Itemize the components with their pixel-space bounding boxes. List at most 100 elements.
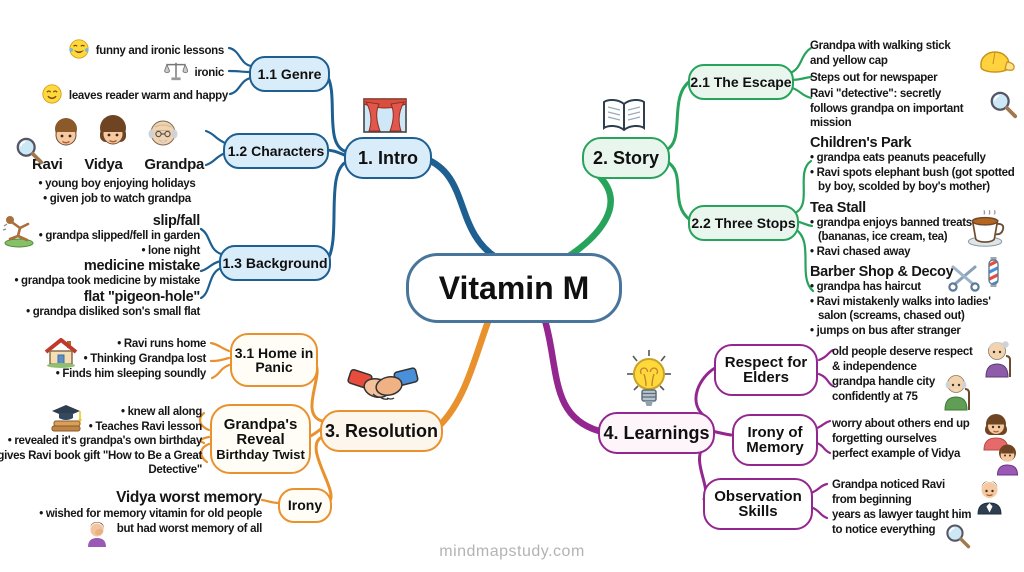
bullet-line: • grandpa has haircut	[810, 281, 921, 293]
node-respect-for-elders: Respect for Elders	[714, 344, 818, 396]
bullet-line: • grandpa disliked son's small flat	[26, 305, 200, 318]
bullet-line: • wished for memory vitamin for old peop…	[39, 508, 262, 520]
character-name: Grandpa	[144, 156, 204, 173]
node-genre: 1.1 Genre	[249, 56, 330, 92]
note-header: slip/fall	[152, 213, 201, 229]
woman-face-icon	[96, 113, 130, 158]
watermark: mindmapstudy.com	[439, 543, 585, 560]
node-grandpas-reveal: Grandpa's Reveal Birthday Twist	[210, 404, 311, 474]
irony-notes: Vidya worst memory • wished for memory v…	[0, 489, 262, 536]
bullet-line: • Ravi chased away	[810, 245, 911, 258]
old-woman-icon	[984, 340, 1013, 383]
note-header: Vidya worst memory	[116, 489, 262, 506]
node-label: Grandpa's Reveal	[223, 416, 298, 449]
handshake-icon	[346, 362, 420, 415]
bullet-line: • lone night	[141, 244, 200, 257]
bullet-line: • Ravi spots elephant bush (got spotted …	[810, 166, 1015, 194]
genre-item: ironic	[164, 60, 224, 85]
bullet-line: • grandpa eats peanuts peacefully	[810, 152, 986, 164]
yellow-cap-icon	[977, 48, 1015, 81]
note-header: Children's Park	[810, 135, 912, 151]
bullet-line: but had worst memory of all	[116, 522, 263, 535]
observation-item: years as lawyer taught him to notice eve…	[832, 509, 972, 536]
teacup-icon	[960, 208, 1008, 253]
facepalm-woman-icon	[86, 522, 108, 553]
node-label: Irony of Memory	[746, 423, 804, 456]
node-three-stops: 2.2 Three Stops	[688, 205, 799, 241]
open-book-icon	[602, 98, 646, 139]
note-header: Tea Stall	[810, 199, 866, 216]
node-characters: 1.2 Characters	[223, 133, 329, 169]
slipping-person-icon	[2, 212, 36, 253]
magnifying-glass-icon	[944, 523, 971, 555]
irony-memory-item: worry about others end up forgetting our…	[832, 418, 970, 445]
respect-item: grandpa handle city confidently at 75	[832, 376, 935, 403]
grandpa-face-icon	[146, 113, 180, 158]
bullet-line: • Ravi mistakenly walks into ladies' sal…	[810, 295, 991, 323]
bullet-line: • knew all along	[120, 406, 202, 418]
node-observation-skills: Observation Skills	[703, 478, 813, 530]
boy-face-icon	[50, 115, 82, 158]
node-irony: Irony	[278, 488, 332, 523]
bullet-line: • grandpa enjoys banned treats (bananas,…	[810, 216, 972, 244]
genre-item-text: ironic	[194, 66, 224, 79]
bullet-line: • grandpa slipped/fell in garden	[38, 230, 201, 242]
balance-scale-icon	[164, 60, 189, 85]
genre-item: funny and ironic lessons	[68, 38, 224, 63]
bullet-line: • grandpa took medicine by mistake	[14, 275, 200, 287]
genre-item-text: leaves reader warm and happy	[68, 89, 228, 102]
escape-item: Steps out for newspaper	[810, 72, 938, 84]
note-header: medicine mistake	[83, 258, 200, 274]
smiling-face-emoji	[41, 83, 63, 108]
node-intro: 1. Intro	[344, 137, 432, 179]
node-learnings: 4. Learnings	[598, 412, 715, 454]
bullet-line: • revealed it's grandpa's own birthday	[7, 435, 203, 447]
bullet-line: • gives Ravi book gift "How to Be a Grea…	[0, 449, 202, 477]
note-header: flat "pigeon-hole"	[83, 288, 201, 305]
node-irony-of-memory: Irony of Memory	[732, 414, 818, 466]
genre-item-text: funny and ironic lessons	[95, 44, 225, 57]
scissors-icon	[946, 264, 982, 297]
theater-curtains-icon	[362, 96, 408, 134]
node-home-in-panic: 3.1 Home in Panic	[230, 333, 318, 387]
house-icon	[44, 337, 78, 373]
node-the-escape: 2.1 The Escape	[688, 64, 794, 100]
character-names: Ravi Vidya Grandpa	[32, 156, 204, 173]
man-in-suit-icon	[975, 480, 1004, 520]
bullet-line: • Teaches Ravi lesson	[88, 420, 203, 433]
respect-item: old people deserve respect & independenc…	[832, 346, 973, 373]
bullet-line: • young boy enjoying holidays	[38, 178, 196, 190]
node-story: 2. Story	[582, 137, 670, 179]
woman-purple-icon	[995, 443, 1021, 481]
genre-item: leaves reader warm and happy	[41, 83, 228, 108]
laughing-face-emoji	[68, 38, 90, 63]
bullet-line: • Thinking Grandpa lost	[83, 353, 207, 365]
bullet-line: • jumps on bus after stranger	[810, 324, 961, 337]
bullet-line: • Ravi runs home	[117, 338, 206, 350]
irony-memory-item: perfect example of Vidya	[832, 448, 961, 460]
bullet-line: • given job to watch grandpa	[43, 192, 191, 205]
characters-bullets: • young boy enjoying holidays • given jo…	[14, 177, 220, 206]
old-man-icon	[943, 373, 972, 416]
three-stops-notes: Children's Park • grandpa eats peanuts p…	[810, 135, 1024, 338]
node-background: 1.3 Background	[219, 245, 331, 281]
lightbulb-icon	[626, 348, 672, 415]
node-resolution: 3. Resolution	[320, 410, 443, 452]
node-label: Respect for Elders	[724, 353, 808, 386]
center-topic-vitamin-m: Vitamin M	[406, 253, 622, 323]
barber-pole-icon	[986, 256, 1001, 293]
reveal-bullets: • knew all along • Teaches Ravi lesson •…	[0, 405, 202, 478]
character-name: Vidya	[84, 156, 123, 173]
escape-item: Ravi "detective": secretly follows grand…	[810, 88, 964, 129]
graduation-cap-books-icon	[50, 402, 82, 437]
magnifying-glass-icon	[14, 136, 44, 171]
background-notes: slip/fall • grandpa slipped/fell in gard…	[0, 213, 200, 319]
bullet-line: • Finds him sleeping soundly	[55, 368, 207, 380]
home-panic-bullets: • Ravi runs home • Thinking Grandpa lost…	[26, 337, 207, 382]
node-label: Observation Skills	[714, 487, 802, 520]
escape-item: Grandpa with walking stick and yellow ca…	[810, 40, 951, 67]
magnifying-glass-icon	[988, 90, 1018, 125]
observation-item: Grandpa noticed Ravi from beginning	[832, 479, 945, 506]
note-header: Barber Shop & Decoy	[810, 264, 954, 280]
node-sublabel: Birthday Twist	[216, 446, 305, 462]
